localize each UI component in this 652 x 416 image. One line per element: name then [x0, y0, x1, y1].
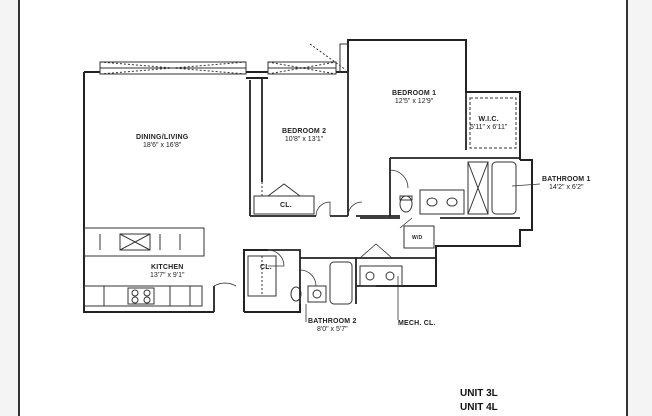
room-size: 13'7" x 9'1" [150, 272, 185, 279]
room-name: DINING/LIVING [136, 134, 189, 141]
bath1-toilet [399, 195, 413, 213]
unit-label-1: UNIT 3L [460, 388, 498, 399]
room-name: BEDROOM 1 [392, 90, 437, 97]
door-swing [267, 249, 285, 267]
room-name: W/D [412, 235, 423, 241]
washer-dryer [403, 225, 435, 249]
label-mech-closet: MECH. CL. [398, 320, 436, 328]
door-swing [299, 269, 317, 287]
label-kitchen: KITCHEN 13'7" x 9'1" [150, 264, 185, 280]
room-size: 18'6" x 16'8" [143, 142, 182, 149]
door-swing [389, 169, 409, 189]
label-wic: W.I.C. 5'11" x 6'11" [470, 116, 507, 132]
room-size: 5'11" x 6'11" [470, 124, 508, 131]
mech-closet-box [359, 265, 403, 287]
bath2-toilet [290, 286, 302, 302]
room-name: BATHROOM 2 [308, 318, 357, 325]
room-name: BEDROOM 2 [282, 128, 327, 135]
bath1-tub [491, 161, 517, 215]
closet-bedroom2 [253, 195, 315, 215]
interior-wall [389, 158, 400, 217]
door-swing [213, 282, 237, 287]
exterior-wall [83, 72, 214, 313]
room-name: W.I.C. [478, 116, 499, 123]
room-size: 10'8" x 13'1" [284, 136, 324, 143]
room-name: KITCHEN [150, 264, 184, 271]
leader-bathroom1 [511, 183, 541, 187]
exterior-wall [244, 304, 301, 313]
kitchen-counter [83, 285, 203, 307]
window [339, 43, 349, 73]
door-swing [347, 201, 363, 217]
room-name: CL. [260, 264, 272, 271]
label-bathroom1: BATHROOM 1 14'2" x 6'2" [542, 176, 591, 192]
room-name: BATHROOM 1 [542, 176, 591, 183]
bath2-tub [329, 261, 353, 305]
walk-in-closet [469, 97, 517, 149]
bath1-vanity [419, 189, 465, 215]
kitchen-island [83, 227, 205, 257]
room-name: MECH. CL. [398, 320, 436, 327]
label-washer-dryer: W/D [412, 234, 422, 242]
label-dining-living: DINING/LIVING 18'6" x 16'8" [136, 134, 188, 150]
floor-plan-sheet [18, 0, 628, 416]
room-size: 8'0" x 5'7" [316, 326, 348, 333]
room-size: 14'2" x 6'2" [549, 184, 584, 191]
room-name: CL. [280, 202, 292, 209]
door-swing [399, 217, 413, 229]
door-swing [315, 201, 331, 217]
label-closet-entry: CL. [260, 264, 272, 272]
label-bathroom2: BATHROOM 2 8'0" x 5'7" [308, 318, 357, 334]
bath1-shower [467, 161, 489, 215]
door-swing [359, 243, 393, 259]
kitchen-sink [119, 233, 151, 251]
kitchen-range [127, 287, 155, 305]
label-closet-bedroom2: CL. [280, 202, 292, 210]
bath2-vanity [307, 285, 327, 303]
label-bedroom2: BEDROOM 2 10'8" x 13'1" [282, 128, 326, 144]
interior-wall [244, 249, 301, 312]
room-size: 12'5" x 12'9" [394, 98, 434, 105]
label-bedroom1: BEDROOM 1 12'5" x 12'9" [392, 90, 436, 106]
unit-label-2: UNIT 4L [460, 402, 498, 413]
exterior-wall [376, 159, 533, 287]
